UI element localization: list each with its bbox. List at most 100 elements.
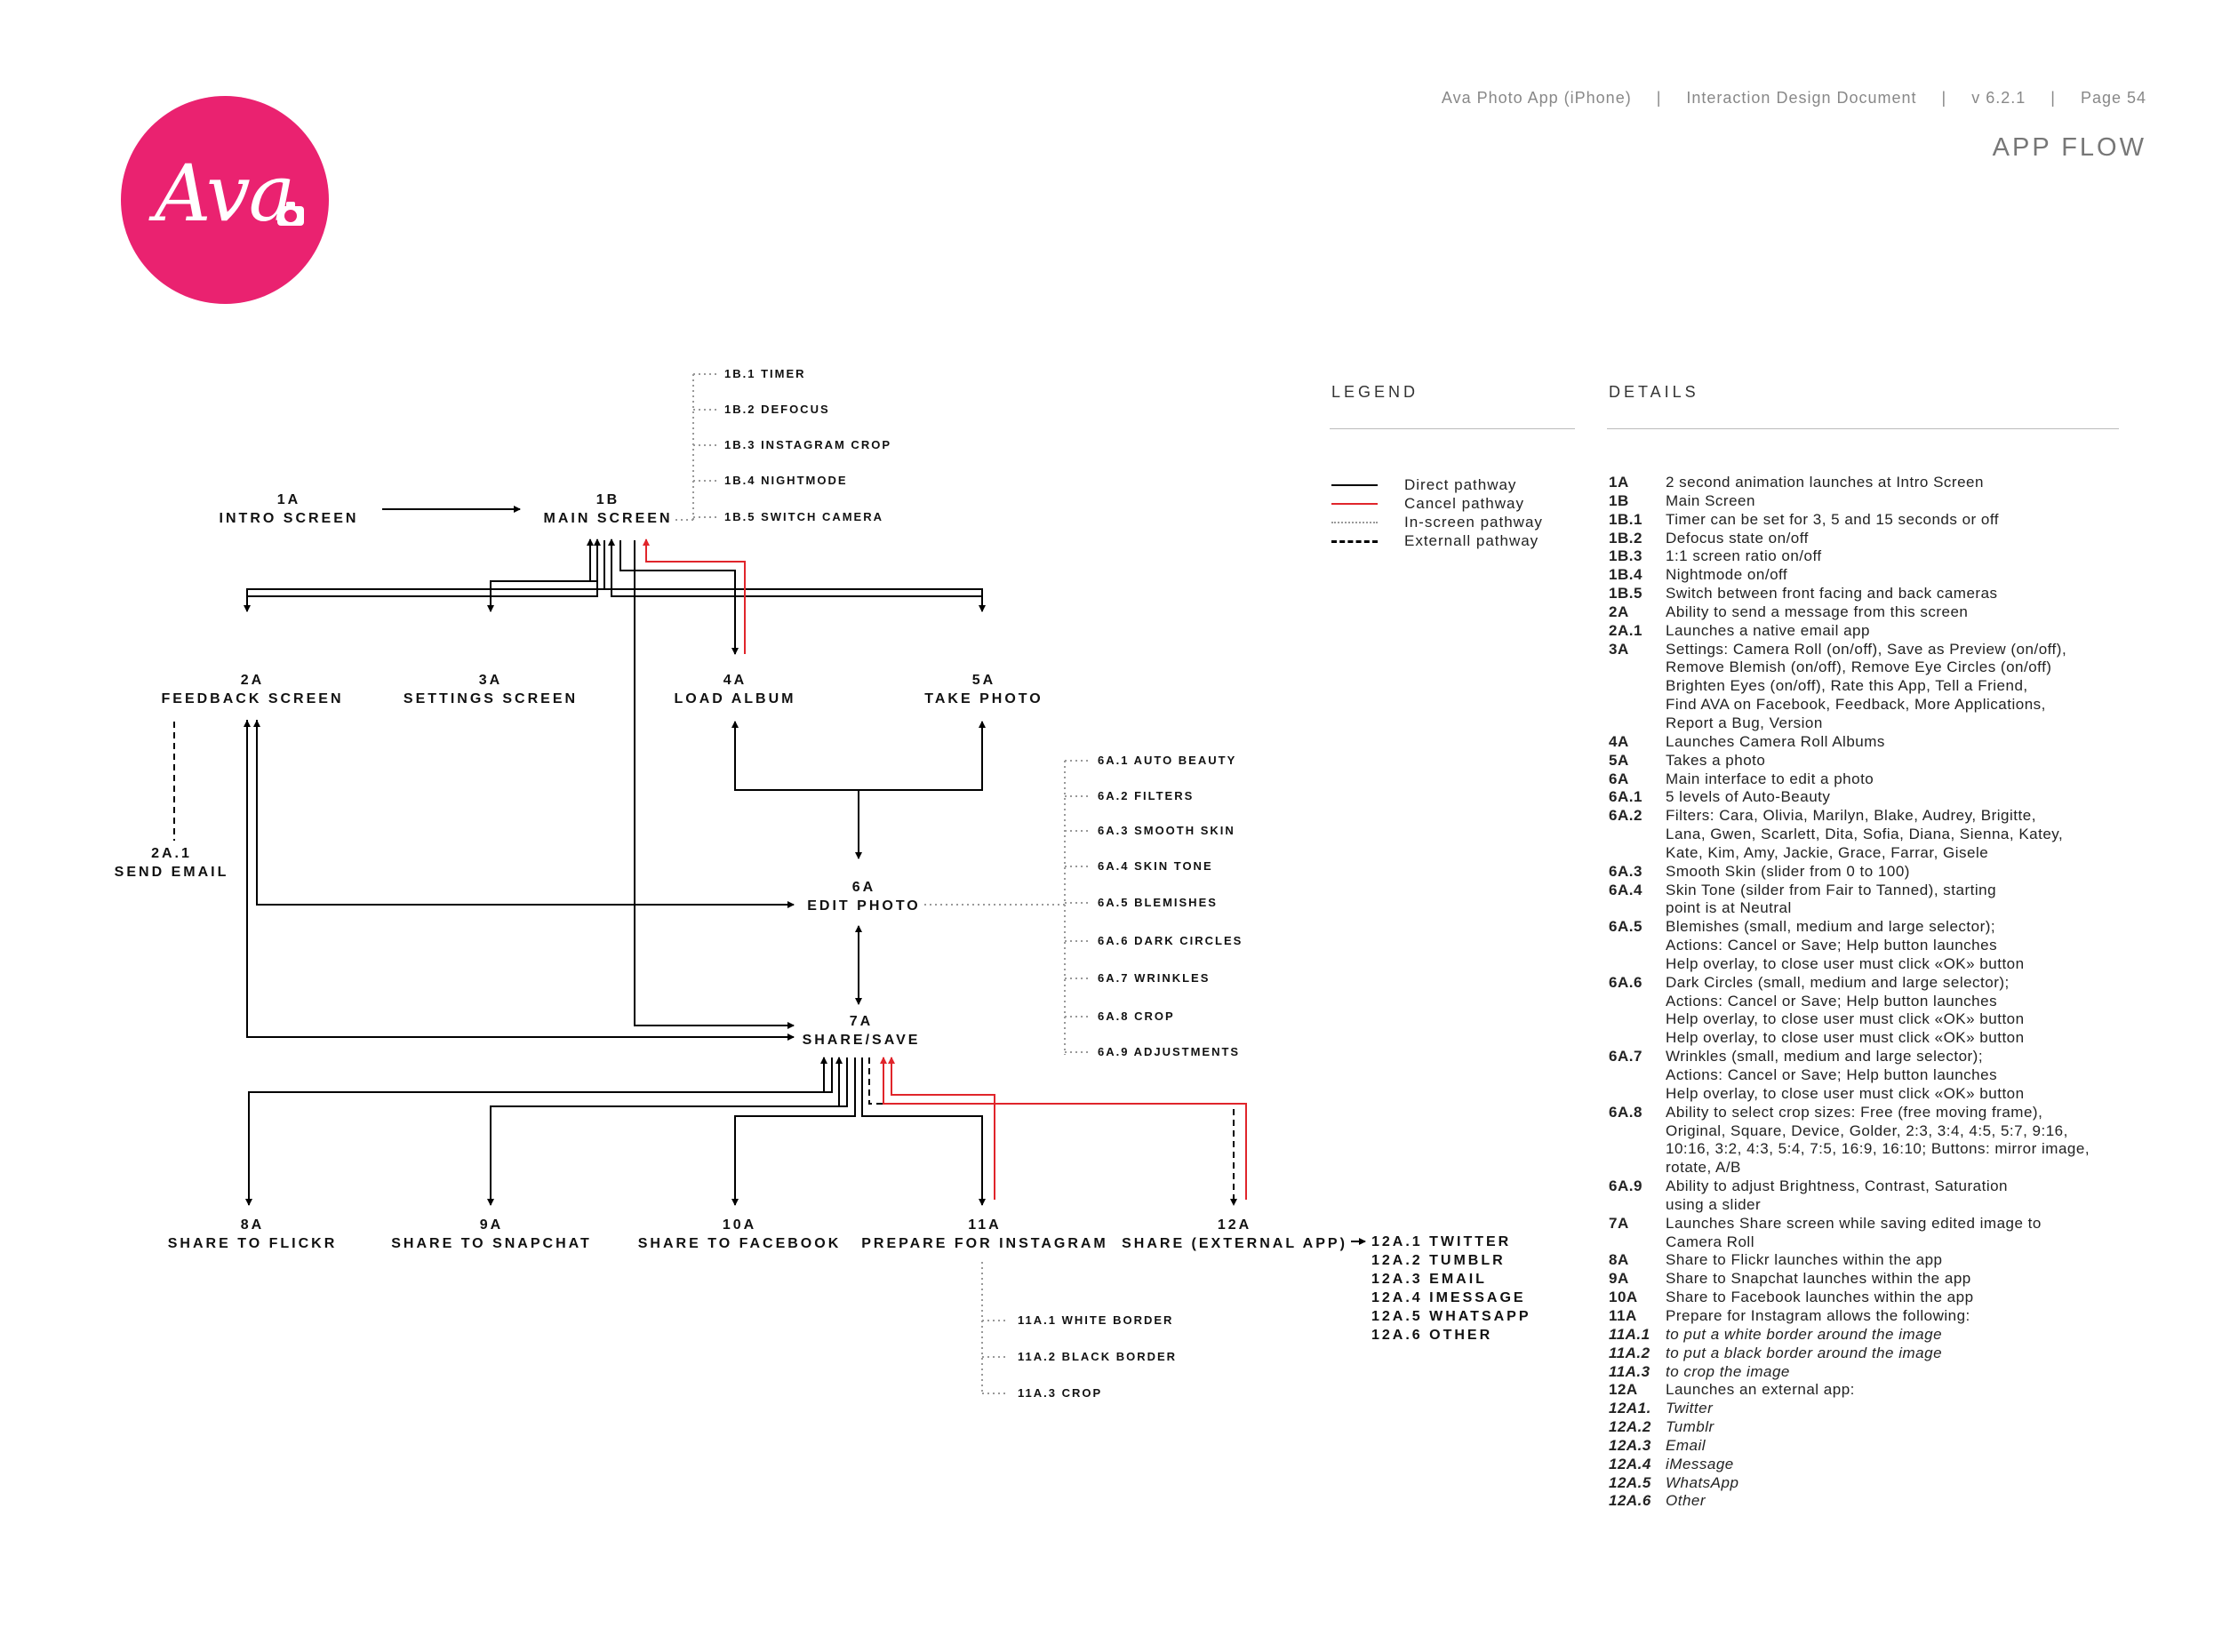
details-text: Skin Tone (silder from Fair to Tanned), …: [1666, 881, 1997, 917]
details-code: 12A.4: [1609, 1455, 1651, 1472]
details-text: Ability to adjust Brightness, Contrast, …: [1666, 1177, 2009, 1213]
node-code: 12A: [1217, 1217, 1252, 1233]
details-code: 12A: [1609, 1381, 1638, 1399]
sub-item-6a-5: 6A.5 BLEMISHES: [1098, 896, 1218, 909]
document-header: Ava Photo App (iPhone)|Interaction Desig…: [1441, 89, 2146, 107]
sub-item-6a-9: 6A.9 ADJUSTMENTS: [1098, 1045, 1241, 1058]
edge-5a-1b: [608, 539, 983, 597]
node-label: SHARE TO FACEBOOK: [637, 1236, 842, 1251]
edge-4a-1b-cancel: [643, 539, 746, 654]
sub-item-1b-5: 1B.5 SWITCH CAMERA: [724, 510, 884, 523]
legend-label: Externall pathway: [1404, 532, 1539, 549]
details-text: Main Screen: [1666, 491, 1755, 509]
details-text: Switch between front facing and back cam…: [1666, 585, 1998, 603]
legend-label: In-screen pathway: [1404, 514, 1543, 531]
sub-item-1b-4: 1B.4 NIGHTMODE: [724, 474, 848, 487]
node-label: LOAD ALBUM: [674, 691, 796, 706]
details-divider: [1607, 428, 2119, 429]
node-code: 11A: [968, 1217, 1002, 1233]
details-code: 6A.4: [1609, 881, 1643, 898]
node-code: 4A: [723, 673, 747, 688]
node-code: 10A: [722, 1217, 757, 1233]
details-code: 6A.5: [1609, 918, 1643, 936]
edge-6a-subs: [924, 760, 1091, 1055]
sub-item-11a-3: 11A.3 CROP: [1018, 1386, 1103, 1400]
details-text: Timer can be set for 3, 5 and 15 seconds…: [1666, 510, 2000, 528]
edge-9a-7a: [491, 1057, 843, 1107]
details-text: WhatsApp: [1666, 1473, 1739, 1491]
edge-8a-7a: [249, 1057, 827, 1093]
edge-1b-4a: [619, 540, 739, 655]
header-version: v 6.2.1: [1971, 89, 2026, 107]
sub-item-6a-1: 6A.1 AUTO BEAUTY: [1098, 754, 1237, 767]
details-text: 1:1 screen ratio on/off: [1666, 547, 1822, 565]
details-code: 6A.9: [1609, 1177, 1643, 1195]
details-text: 5 levels of Auto-Beauty: [1666, 788, 1831, 806]
sub-item-6a-2: 6A.2 FILTERS: [1098, 789, 1195, 802]
details-code: 12A.3: [1609, 1436, 1651, 1454]
details-text: Share to Facebook launches within the ap…: [1666, 1289, 1974, 1306]
details-heading: DETAILS: [1609, 383, 1699, 401]
node-code: 2A: [240, 673, 265, 688]
details-text: Filters: Cara, Olivia, Marilyn, Blake, A…: [1666, 807, 2064, 861]
legend-swatch-inscreen: [1331, 522, 1378, 523]
edge-1b-5a: [604, 588, 986, 612]
node-code: 9A: [479, 1217, 504, 1233]
sub-item-1b-2: 1B.2 DEFOCUS: [724, 403, 830, 416]
details-text: Tumblr: [1666, 1418, 1714, 1436]
details-row: 12A1. Twitter: [1609, 1400, 2151, 1418]
camera-icon: [277, 202, 304, 226]
details-code: 1B.3: [1609, 547, 1643, 565]
legend-label: Direct pathway: [1404, 476, 1517, 493]
details-code: 2A: [1609, 603, 1629, 620]
details-text: Wrinkles (small, medium and large select…: [1666, 1048, 2025, 1102]
details-text: Twitter: [1666, 1400, 1714, 1417]
edge-2a-7a: [246, 720, 795, 1041]
details-code: 12A1.: [1609, 1400, 1651, 1417]
edge-7a-9a: [487, 1057, 848, 1206]
edge-2a-6a: [256, 720, 795, 908]
details-row: 6A.4 Skin Tone (silder from Fair to Tanne…: [1609, 882, 2151, 919]
sub-item-12a-3: 12A.3 EMAIL: [1371, 1272, 1487, 1287]
edge-7a-11a: [861, 1057, 986, 1206]
edge-2a-1b: [246, 539, 601, 597]
details-text: Takes a photo: [1666, 751, 1766, 769]
details-code: 6A.1: [1609, 788, 1643, 806]
details-text: Blemishes (small, medium and large selec…: [1666, 918, 2025, 972]
details-row: 6A.2 Filters: Cara, Olivia, Marilyn, Blak…: [1609, 807, 2151, 863]
details-code: 7A: [1609, 1214, 1629, 1232]
edge-11a-subs: [981, 1262, 1009, 1394]
legend-heading: LEGEND: [1331, 383, 1419, 401]
details-text: Main interface to edit a photo: [1666, 770, 1874, 787]
sub-item-11a-2: 11A.2 BLACK BORDER: [1018, 1350, 1178, 1363]
header-app-name: Ava Photo App (iPhone): [1441, 89, 1632, 107]
details-text: Ability to select crop sizes: Free (free…: [1666, 1103, 2090, 1177]
sub-item-11a-1: 11A.1 WHITE BORDER: [1018, 1313, 1174, 1327]
details-code: 6A.7: [1609, 1048, 1643, 1065]
details-code: 11A: [1609, 1306, 1637, 1324]
details-text: Other: [1666, 1492, 1706, 1510]
edge-7a-12a: [868, 1057, 1237, 1206]
details-code: 9A: [1609, 1270, 1629, 1288]
details-code: 6A.2: [1609, 807, 1643, 825]
node-label: TAKE PHOTO: [924, 691, 1043, 706]
